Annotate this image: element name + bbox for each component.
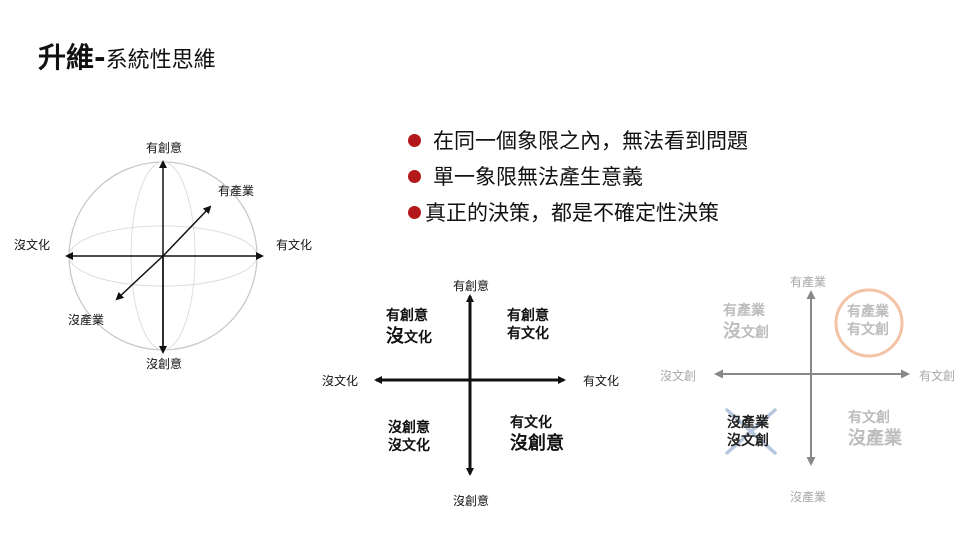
- culture-creativity-quadrant: [374, 294, 566, 476]
- title-dash: -: [94, 41, 106, 74]
- quadrant-line: 沒文創: [727, 432, 769, 449]
- sphere-label-top: 有創意: [146, 141, 183, 155]
- page-title: 升維-系統性思維: [38, 36, 216, 76]
- title-subtitle: 系統性思維: [105, 48, 216, 73]
- sphere-diagram: [65, 160, 264, 354]
- industry-culture-creative-quadrant: [714, 288, 910, 466]
- bullet-dot-icon: [408, 169, 421, 183]
- highlight-circle: [834, 288, 904, 358]
- right-quadrant-bottom-left: 沒產業 沒文創: [727, 415, 769, 450]
- title-main: 升維: [38, 41, 95, 74]
- sphere-label-bottom: 沒創意: [146, 357, 183, 371]
- bullet-text: 在同一個象限之內，無法看到問題: [433, 129, 748, 153]
- sphere-axis-diag-down: [115, 255, 164, 301]
- quadrant-line: 有產業: [723, 303, 765, 319]
- quadrant-line: 有文創: [848, 410, 890, 426]
- sphere-label-diag-lower: 沒產業: [68, 313, 105, 327]
- quadrant-line: 沒文化: [386, 326, 432, 349]
- sphere-label-diag-upper: 有產業: [218, 184, 255, 198]
- quadrant-emphasis: 沒產業: [848, 427, 902, 449]
- quadrant-line: 有創意: [507, 308, 549, 324]
- center-quadrant-bottom-right: 有文化 沒創意: [510, 415, 564, 455]
- center-label-left: 沒文化: [322, 374, 359, 388]
- quadrant-line: 沒產業: [727, 415, 769, 431]
- cross-mark-icon: [725, 408, 777, 455]
- bullet-item: 在同一個象限之內，無法看到問題: [408, 122, 748, 158]
- center-quadrant-top-left: 有創意 沒文化: [386, 308, 432, 348]
- quadrant-emphasis: 沒: [723, 320, 741, 342]
- right-quadrant-bottom-right: 有文創 沒產業: [848, 410, 902, 450]
- right-label-top: 有產業: [790, 275, 827, 289]
- center-quadrant-top-right: 有創意 有文化: [507, 308, 549, 343]
- bullet-item: 真正的決策，都是不確定性決策: [408, 194, 748, 230]
- sphere-axis-diag-up: [162, 205, 212, 257]
- bullet-list: 在同一個象限之內，無法看到問題 單一象限無法產生意義 真正的決策，都是不確定性決…: [408, 122, 748, 230]
- quadrant-line: 沒產業: [848, 428, 902, 451]
- bullet-text: 真正的決策，都是不確定性決策: [425, 201, 719, 225]
- quadrant-line: 沒創意: [510, 433, 564, 456]
- right-label-left: 沒文創: [660, 369, 697, 383]
- quadrant-line: 沒文創: [723, 321, 769, 344]
- bullet-dot-icon: [408, 133, 421, 147]
- right-label-right: 有文創: [919, 369, 956, 383]
- quadrant-line: 有產業: [847, 304, 889, 320]
- quadrant-emphasis: 沒: [386, 325, 404, 347]
- bullet-dot-icon: [408, 205, 421, 219]
- sphere-label-right: 有文化: [276, 238, 313, 252]
- center-label-bottom: 沒創意: [453, 494, 490, 508]
- bullet-text: 單一象限無法產生意義: [433, 165, 643, 189]
- quadrant-line: 有創意: [386, 308, 428, 324]
- quadrant-line: 沒文化: [388, 437, 430, 454]
- quadrant-line: 沒創意: [388, 420, 430, 436]
- quadrant-line-rest: 文化: [404, 329, 432, 346]
- right-label-bottom: 沒產業: [790, 490, 827, 504]
- right-quadrant-top-left: 有產業 沒文創: [723, 303, 769, 343]
- quadrant-line: 有文化: [507, 325, 549, 342]
- center-label-right: 有文化: [583, 374, 620, 388]
- sphere-label-left: 沒文化: [14, 238, 51, 252]
- quadrant-emphasis: 沒創意: [510, 432, 564, 454]
- bullet-item: 單一象限無法產生意義: [408, 158, 748, 194]
- quadrant-line: 有文創: [847, 321, 889, 338]
- center-quadrant-bottom-left: 沒創意 沒文化: [388, 420, 430, 455]
- right-quadrant-top-right: 有產業 有文創: [847, 304, 889, 339]
- quadrant-line-rest: 文創: [741, 324, 769, 341]
- center-label-top: 有創意: [453, 279, 490, 293]
- quadrant-line: 有文化: [510, 415, 552, 431]
